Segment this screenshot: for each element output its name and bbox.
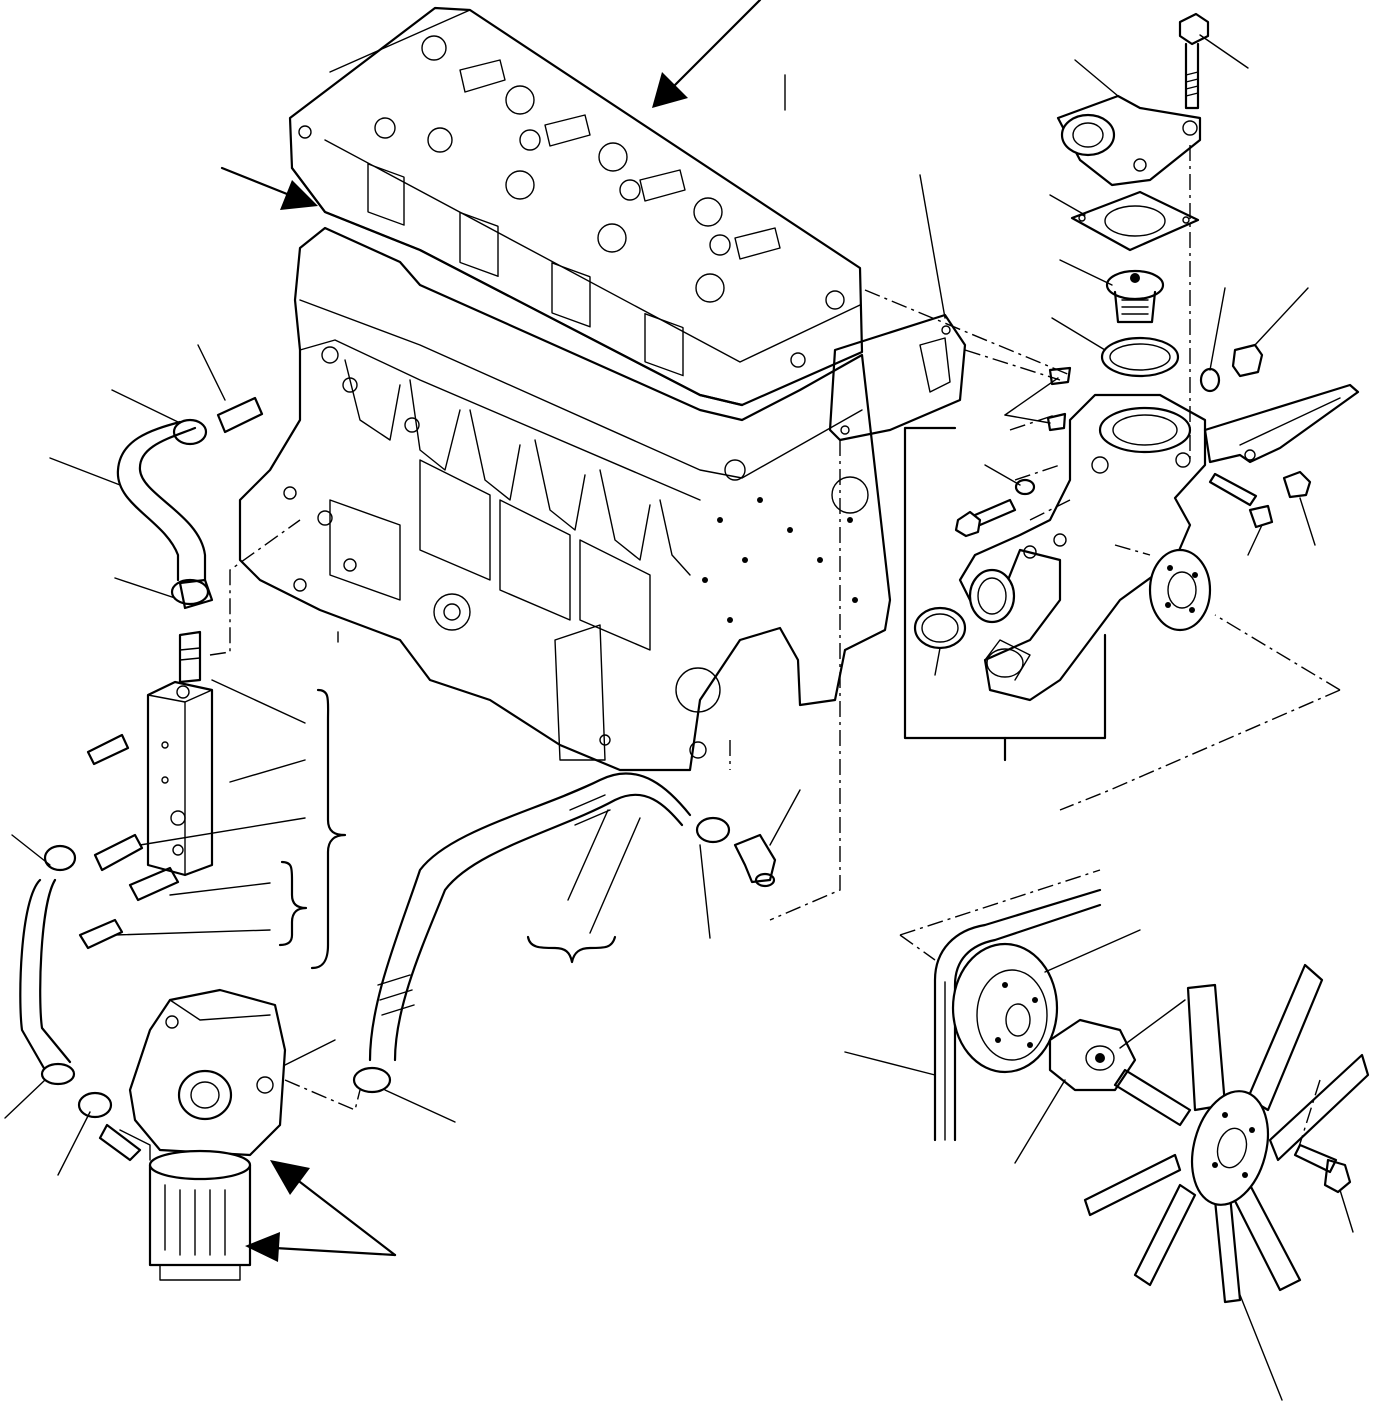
- water-pump-bracket-frame: [903, 426, 1107, 762]
- oil-cooler-fittings: [78, 578, 214, 950]
- thermostat-seal-ring: [1100, 336, 1180, 378]
- oil-filter-head: [119, 988, 287, 1161]
- coolant-hoses: [19, 420, 692, 1086]
- group-braces: [278, 688, 617, 970]
- fan-spacer: [1048, 1018, 1137, 1092]
- hose-fittings: [98, 396, 777, 1162]
- thermostat: [1105, 269, 1165, 324]
- fan-pulley: [951, 942, 1059, 1074]
- water-pump-gasket: [828, 313, 967, 442]
- fan-bolt: [1293, 1143, 1352, 1194]
- temperature-sensor: [954, 478, 1036, 538]
- water-pump-assembly: [958, 393, 1212, 702]
- thermostat-gasket: [1070, 190, 1200, 252]
- center-marks: [337, 74, 786, 643]
- drain-plugs: [1046, 366, 1072, 432]
- oil-cooler-block: [146, 680, 214, 877]
- assembly-centerlines: [209, 145, 1341, 1151]
- fan-belt: [933, 888, 1102, 1142]
- leader-lines: [4, 34, 1354, 1401]
- hose-clamps: [43, 418, 731, 1119]
- reference-arrows: [220, 0, 762, 1262]
- alternator-bracket: [1203, 383, 1360, 464]
- oil-filter-cartridge: [148, 1149, 252, 1281]
- thermostat-cover-bolt: [1178, 12, 1210, 110]
- cooling-fan: [1083, 963, 1370, 1304]
- cylinder-head: [288, 6, 864, 407]
- cylinder-block: [238, 226, 892, 772]
- thermostat-cover: [1056, 94, 1202, 187]
- water-pump-o-ring: [913, 606, 967, 650]
- water-pump-bolts: [1199, 343, 1312, 529]
